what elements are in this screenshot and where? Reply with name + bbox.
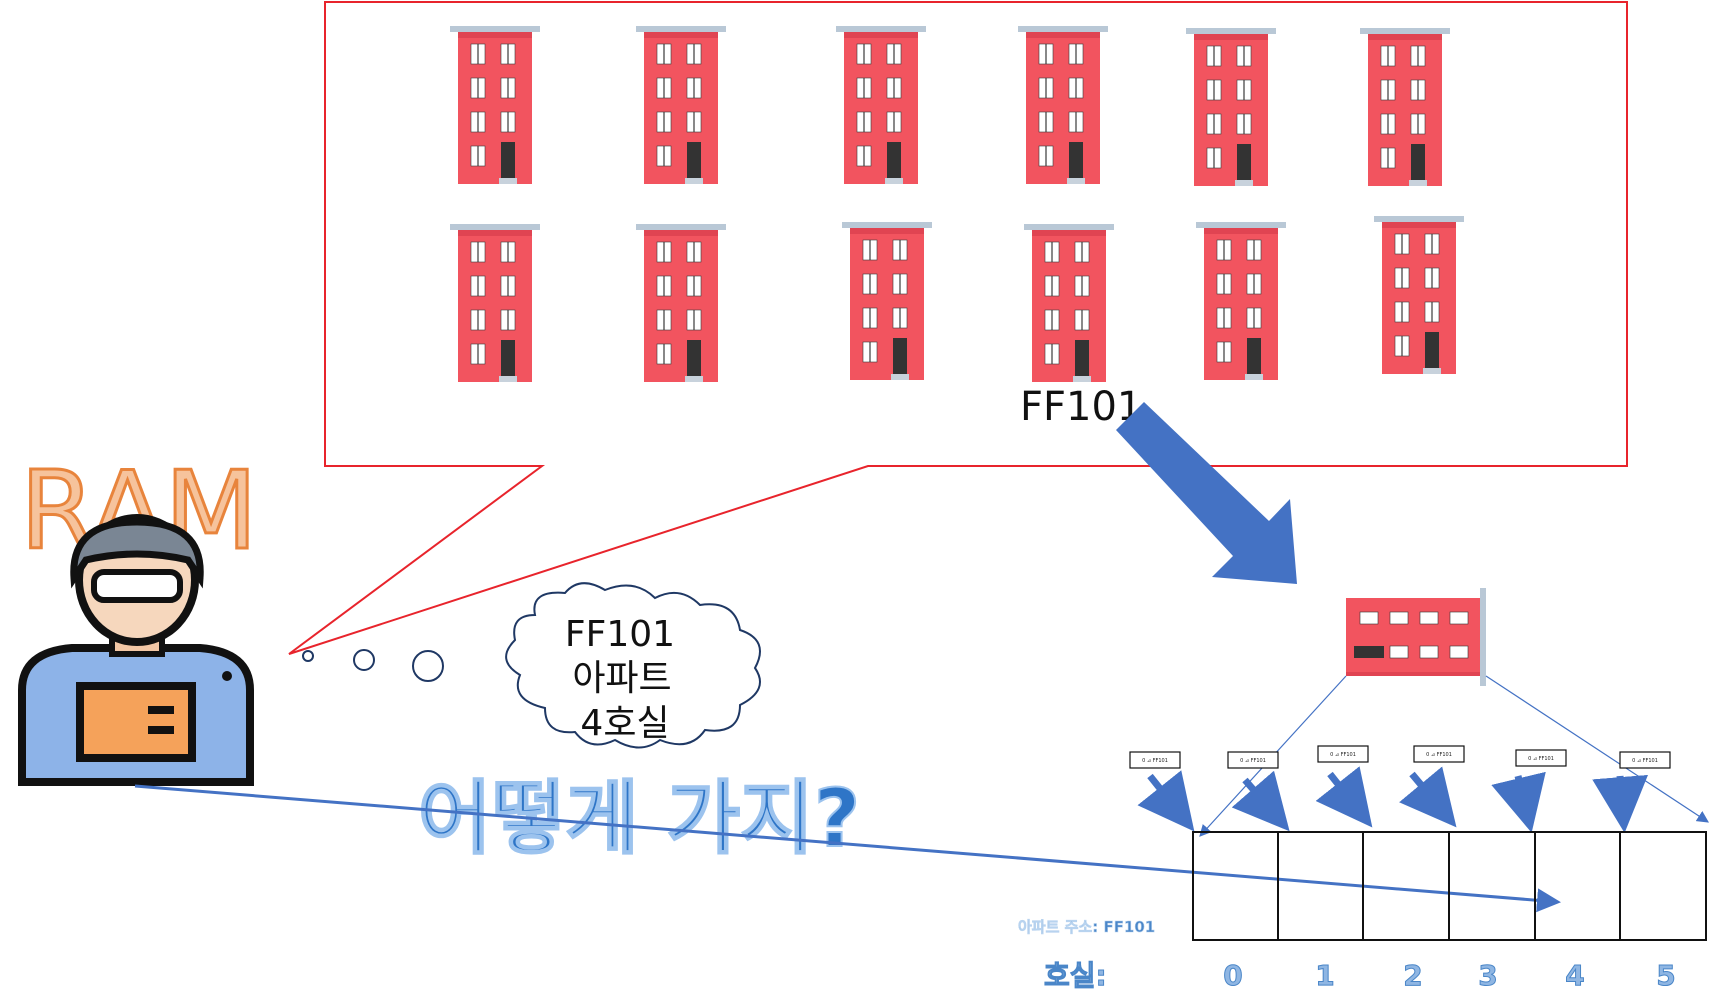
sticky-note: 0 ⊿ FF101 <box>1515 749 1567 767</box>
svg-text:0 ⊿ FF101: 0 ⊿ FF101 <box>1240 758 1266 764</box>
room-number-1: 1 <box>1315 959 1334 991</box>
building-icon <box>1023 223 1115 383</box>
sticky-note: 0 ⊿ FF101 <box>1317 745 1369 763</box>
room-box-4 <box>1534 831 1621 941</box>
room-label: 호실: <box>1044 959 1107 991</box>
sticky-note: 0 ⊿ FF101 <box>1227 751 1279 769</box>
svg-text:0 ⊿ FF101: 0 ⊿ FF101 <box>1528 756 1554 762</box>
building-icon <box>1346 588 1486 686</box>
room-box-0 <box>1192 831 1279 941</box>
room-box-5 <box>1619 831 1707 941</box>
building-address-label: FF101 <box>1020 384 1142 430</box>
room-number-2: 2 <box>1403 959 1422 991</box>
building-icon <box>1017 25 1109 185</box>
thought-dot <box>412 650 444 682</box>
question-text: 어떻게 가지? <box>418 772 860 865</box>
room-row <box>1192 831 1707 941</box>
building-icon <box>1359 27 1451 187</box>
svg-text:0 ⊿ FF101: 0 ⊿ FF101 <box>1330 752 1356 758</box>
thought-dot <box>302 650 314 662</box>
tree-line <box>1485 675 1709 823</box>
sticky-note: 0 ⊿ FF101 <box>1619 751 1671 769</box>
arrow-icon <box>1116 402 1297 584</box>
path-line <box>134 784 1561 913</box>
room-number-5: 5 <box>1656 959 1675 991</box>
sticky-note: 0 ⊿ FF101 <box>1129 751 1181 769</box>
thought-line-2: 아파트 <box>572 658 671 699</box>
building-icon <box>635 223 727 383</box>
room-number-4: 4 <box>1565 959 1584 991</box>
thought-line-3: 4호실 <box>580 703 669 744</box>
thought-dot <box>353 649 375 671</box>
building-icon <box>835 25 927 185</box>
building-icon <box>1185 27 1277 187</box>
room-number-3: 3 <box>1478 959 1497 991</box>
thought-line-1: FF101 <box>565 614 675 655</box>
speech-bubble <box>288 1 1628 655</box>
building-icon <box>449 223 541 383</box>
room-number-0: 0 <box>1223 959 1242 991</box>
building-icon <box>449 25 541 185</box>
note-arrows <box>1137 766 1649 833</box>
room-box-3 <box>1448 831 1536 941</box>
apartment-address-label: 아파트 주소: FF101 <box>1018 918 1155 936</box>
svg-text:0 ⊿ FF101: 0 ⊿ FF101 <box>1142 758 1168 764</box>
building-icon <box>841 221 933 381</box>
svg-text:0 ⊿ FF101: 0 ⊿ FF101 <box>1426 752 1452 758</box>
building-icon <box>635 25 727 185</box>
delivery-person-icon <box>18 514 254 786</box>
building-icon <box>1373 215 1465 375</box>
sticky-note: 0 ⊿ FF101 <box>1413 745 1465 763</box>
building-icon <box>1195 221 1287 381</box>
thought-cloud-icon <box>505 582 761 749</box>
svg-text:0 ⊿ FF101: 0 ⊿ FF101 <box>1632 758 1658 764</box>
